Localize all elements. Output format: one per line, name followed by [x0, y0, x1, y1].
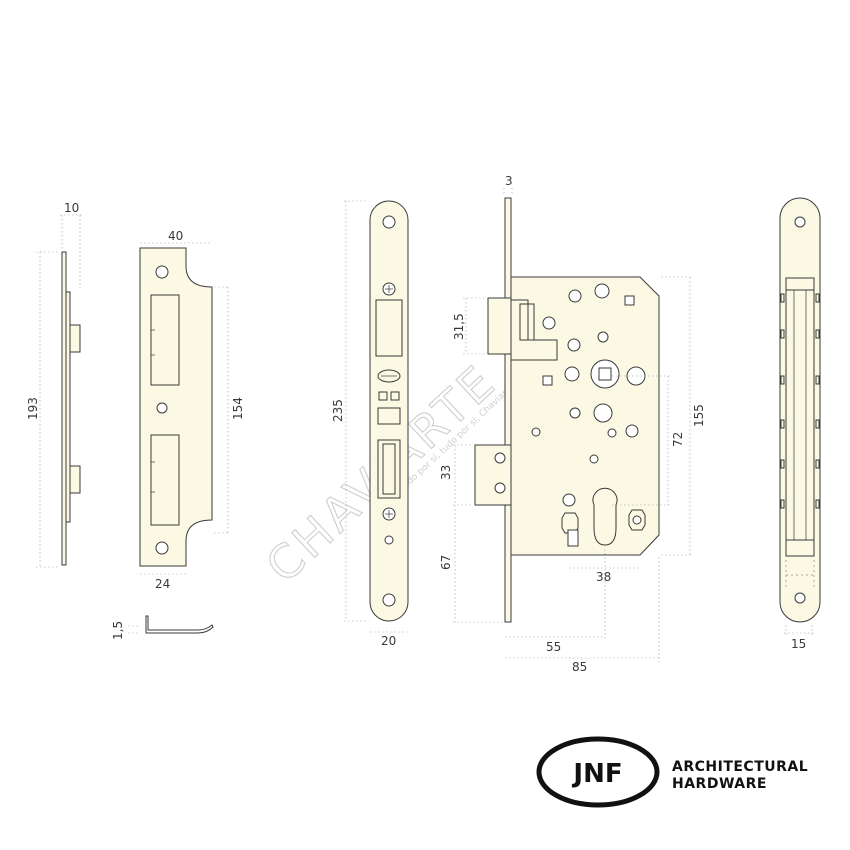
- dim-center-distance: 72: [671, 432, 685, 447]
- dim-strike-width: 40: [168, 229, 183, 243]
- dim-strike-thickness: 10: [64, 201, 79, 215]
- cover-plate-edge-view: [779, 197, 821, 636]
- dim-strike-material: 1,5: [111, 621, 125, 640]
- dim-case-height: 155: [692, 404, 706, 427]
- dim-deadbolt-offset: 33: [439, 465, 453, 480]
- strike-edge-profile: [128, 615, 214, 634]
- brand-line-2: HARDWARE: [672, 776, 767, 792]
- dim-strike-inner-height: 154: [231, 397, 245, 420]
- jnf-logo-ring: [536, 736, 660, 808]
- dim-cover-width: 15: [791, 637, 806, 651]
- lock-body-side-view: [453, 188, 692, 662]
- dim-faceplate-height: 235: [331, 399, 345, 422]
- strike-plate-front-view: [139, 242, 230, 575]
- dim-face-thickness: 3: [505, 174, 513, 188]
- brand-line-1: ARCHITECTURAL: [672, 759, 808, 775]
- dim-faceplate-width: 20: [381, 634, 396, 648]
- dim-backset-bottom: 67: [439, 555, 453, 570]
- dim-strike-bottom-width: 24: [155, 577, 170, 591]
- dim-cylinder-width: 38: [596, 570, 611, 584]
- dim-latch-height: 31,5: [452, 313, 466, 340]
- dim-backset: 55: [546, 640, 561, 654]
- brand-logo: JNF: [536, 736, 660, 808]
- faceplate-front-view: [344, 200, 409, 633]
- dim-case-depth: 85: [572, 660, 587, 674]
- strike-plate-side-view: [36, 214, 82, 568]
- jnf-logo-mark: JNF: [571, 759, 622, 789]
- dim-strike-height: 193: [26, 397, 40, 420]
